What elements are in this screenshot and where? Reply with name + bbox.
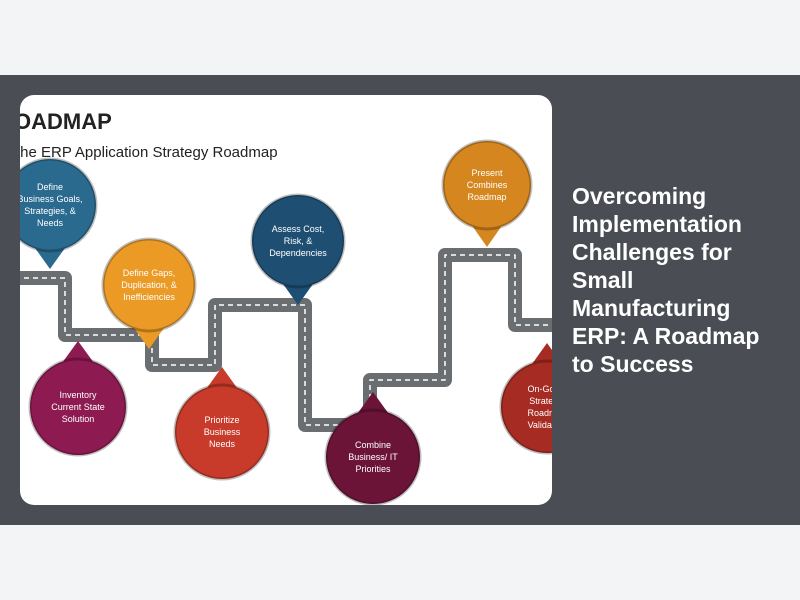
milestone-label: Define Gaps, [123,268,176,278]
road-path [20,248,552,432]
milestone-label: On-Going [527,384,552,394]
pin-circle [250,193,346,289]
milestone-label: Prioritize [204,415,239,425]
roadmap-subtitle: the ERP Application Strategy Roadmap [20,144,278,161]
roadmap-graphic: OADMAP the ERP Application Strategy Road… [20,109,552,505]
milestone-label: Dependencies [269,248,327,258]
article-headline: Overcoming Implementation Challenges for… [572,183,760,377]
roadmap-image: OADMAP the ERP Application Strategy Road… [20,95,552,505]
milestone-pin: Define Gaps, Duplication, & Inefficiencies [101,237,197,349]
milestone-label: Assess Cost, [272,224,325,234]
milestone-label: Roadmap [527,408,552,418]
pin-circle [101,237,197,333]
milestone-label: Inventory [59,390,97,400]
roadmap-title: OADMAP [20,109,112,134]
milestone-label: Solution [62,414,95,424]
milestone-label: Strategic [529,396,552,406]
milestone-label: Duplication, & [121,280,177,290]
milestone-label: Validation [528,420,552,430]
milestone-label: Combines [467,180,508,190]
pin-circle [441,139,533,231]
milestone-label: Strategies, & [24,206,76,216]
milestone-label: Business/ IT [348,452,398,462]
milestone-pin: Assess Cost, Risk, & Dependencies [250,193,346,305]
milestone-label: Business [204,427,241,437]
pin-circle [499,359,552,455]
milestone-label: Roadmap [467,192,506,202]
milestone-label: Define [37,182,63,192]
milestone-label: Current State [51,402,105,412]
milestone-label: Business Goals, [20,194,83,204]
milestone-label: Priorities [355,464,391,474]
milestone-label: Present [471,168,503,178]
milestone-pin: On-GoingStrategicRoadmapValidation [499,343,552,455]
pin-circle [324,408,422,505]
pin-circle [20,157,98,253]
pin-circle [173,383,271,481]
milestone-label: Risk, & [284,236,313,246]
milestone-label: Combine [355,440,391,450]
milestone-label: Inefficiencies [123,292,175,302]
pin-circle [28,357,128,457]
milestone-label: Needs [209,439,236,449]
milestone-label: Needs [37,218,64,228]
